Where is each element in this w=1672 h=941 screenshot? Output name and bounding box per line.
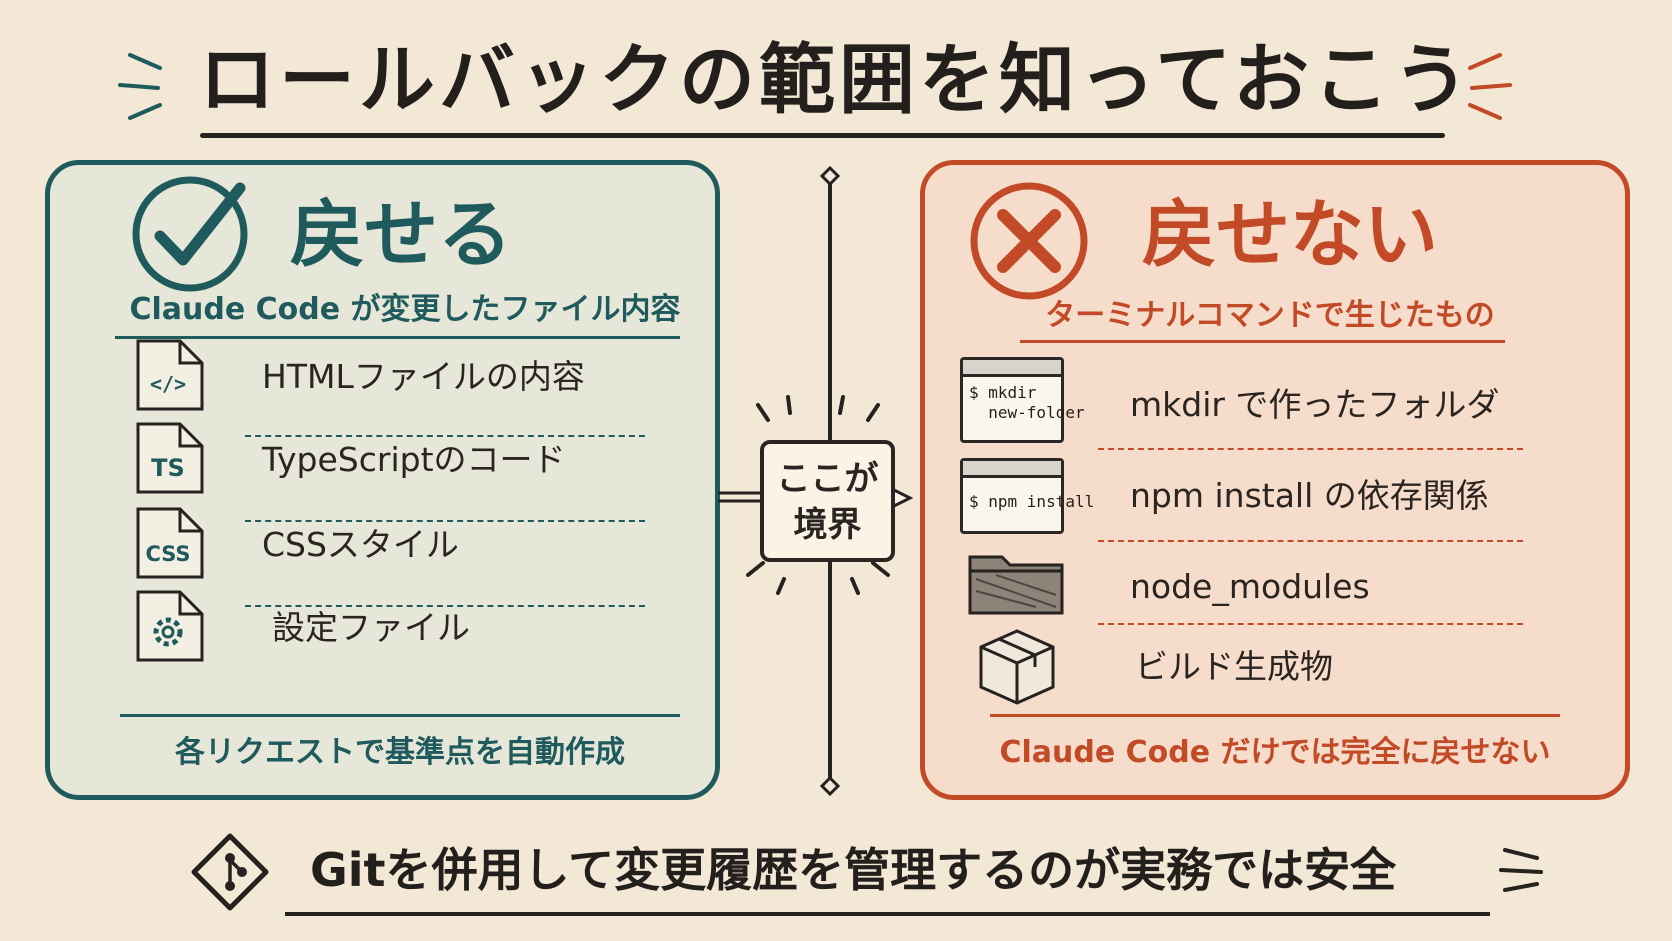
bubble-burst-strokes — [718, 395, 914, 595]
revertible-item-ts: TypeScriptのコード — [262, 440, 566, 479]
revertible-heading: 戻せる — [290, 192, 512, 278]
non-revertible-item-mkdir: mkdir で作ったフォルダ — [1130, 385, 1500, 424]
boundary-bubble: ここが 境界 — [760, 440, 895, 562]
terminal-icon: $ mkdir new-folder — [960, 357, 1085, 443]
box-icon — [979, 629, 1055, 705]
folder-icon — [968, 555, 1064, 615]
svg-text:TS: TS — [151, 454, 185, 482]
non-revertible-subtitle-rule — [1020, 340, 1505, 343]
x-circle-icon — [970, 182, 1088, 300]
non-revertible-subtitle: ターミナルコマンドで生じたもの — [1045, 298, 1495, 333]
divider-line — [245, 520, 645, 522]
non-revertible-footer-rule — [990, 714, 1560, 717]
bottom-underline — [285, 912, 1490, 916]
terminal-icon: $ npm install — [960, 458, 1095, 534]
non-revertible-heading: 戻せない — [1142, 192, 1438, 278]
revertible-item-html: HTMLファイルの内容 — [262, 357, 585, 396]
code-file-icon: </> — [136, 339, 204, 411]
revertible-item-css: CSSスタイル — [262, 525, 459, 564]
terminal-text-npm: $ npm install — [969, 492, 1095, 511]
divider-line — [1098, 540, 1523, 542]
svg-text:</>: </> — [150, 372, 186, 396]
revertible-subtitle: Claude Code が変更したファイル内容 — [129, 292, 681, 327]
bubble-line-1: ここが — [776, 459, 879, 499]
bubble-line-2: 境界 — [793, 505, 862, 545]
revertible-subtitle-rule — [115, 336, 680, 339]
ts-file-icon: TS — [136, 422, 204, 494]
check-circle-icon — [132, 176, 248, 292]
page-title: ロールバックの範囲を知っておこう — [199, 35, 1473, 124]
divider-line — [1098, 623, 1523, 625]
divider-line — [1098, 448, 1523, 450]
accent-strokes-bottom — [1499, 848, 1543, 892]
non-revertible-footer: Claude Code だけでは完全に戻せない — [999, 735, 1551, 770]
css-file-icon: CSS — [136, 507, 204, 579]
non-revertible-item-npm: npm install の依存関係 — [1130, 476, 1489, 515]
terminal-text-mkdir: $ mkdir new-folder — [969, 383, 1085, 422]
accent-strokes-right — [1468, 53, 1512, 120]
divider-line — [245, 435, 645, 437]
non-revertible-item-node-modules: node_modules — [1130, 567, 1370, 606]
divider-line — [245, 605, 645, 607]
gear-file-icon — [136, 590, 204, 662]
non-revertible-item-build: ビルド生成物 — [1135, 647, 1333, 686]
revertible-footer-rule — [120, 714, 680, 717]
title-underline — [200, 133, 1445, 138]
svg-text:CSS: CSS — [145, 542, 190, 566]
git-icon — [191, 833, 269, 911]
revertible-item-config: 設定ファイル — [272, 608, 470, 647]
accent-strokes-left — [118, 53, 162, 120]
bottom-note: Gitを併用して変更履歴を管理するのが実務では安全 — [310, 843, 1397, 897]
revertible-footer: 各リクエストで基準点を自動作成 — [175, 735, 625, 770]
